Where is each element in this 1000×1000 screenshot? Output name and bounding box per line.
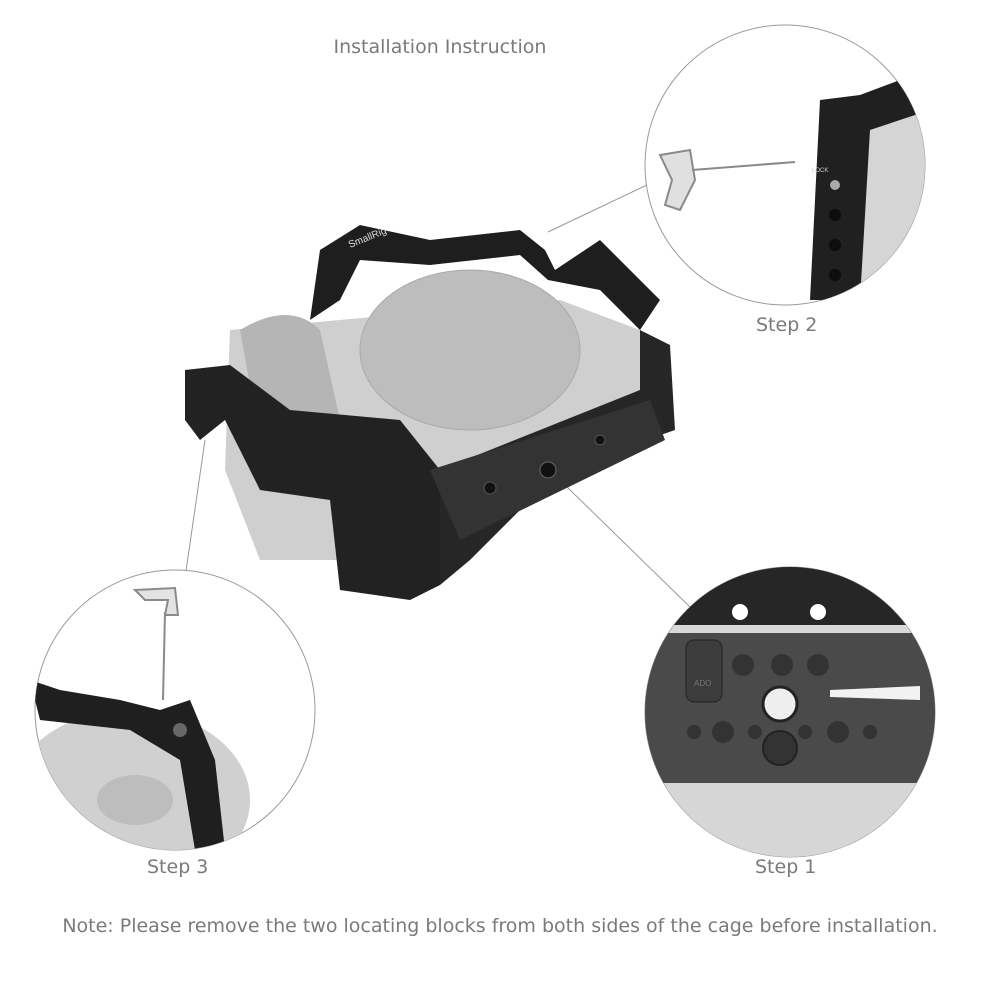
- page-title: Installation Instruction: [333, 36, 547, 58]
- callout-line-step1: [564, 484, 691, 608]
- callout-line-step2: [547, 184, 648, 233]
- cage-left-side: [185, 365, 440, 600]
- step-1-label: Step 1: [755, 856, 817, 878]
- step-2-label: Step 2: [756, 314, 818, 336]
- hex-key-icon: [132, 586, 180, 701]
- callout-line-step3: [185, 439, 206, 572]
- detail-circle-step2: LOCK: [644, 24, 926, 306]
- lens-mount-cap: [359, 269, 581, 431]
- svg-text:ADO: ADO: [694, 679, 711, 688]
- step-3-label: Step 3: [147, 856, 209, 878]
- hex-key-icon: [658, 148, 796, 212]
- installation-note: Note: Please remove the two locating blo…: [62, 915, 938, 937]
- camera-cage-main: SmallRig: [185, 225, 675, 600]
- svg-text:LOCK: LOCK: [812, 168, 828, 174]
- arca-hole: [539, 461, 557, 479]
- cage-top-handle: [310, 225, 660, 330]
- detail-circle-step3: [34, 569, 316, 851]
- detail-circle-step1: ADO: [644, 566, 936, 858]
